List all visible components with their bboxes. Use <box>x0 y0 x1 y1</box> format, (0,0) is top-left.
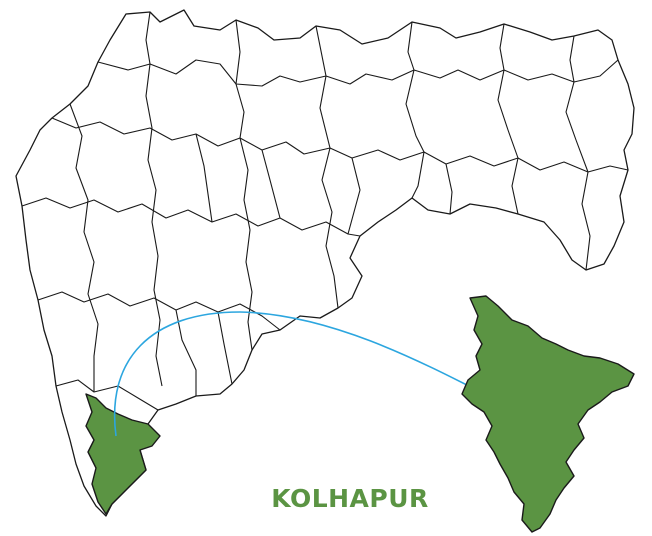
kolhapur-district-highlight <box>85 393 161 515</box>
district-border <box>21 197 361 237</box>
district-label: KOLHAPUR <box>271 484 429 513</box>
district-border <box>565 35 591 271</box>
district-border <box>69 103 99 392</box>
district-border <box>175 309 233 396</box>
district-border <box>145 11 163 387</box>
district-border <box>51 117 629 173</box>
district-border <box>497 23 519 215</box>
district-border <box>235 19 253 351</box>
district-border <box>97 59 619 87</box>
district-border <box>37 291 281 331</box>
district-border <box>195 133 453 235</box>
kolhapur-district-enlarged <box>461 295 635 533</box>
district-border <box>405 21 425 199</box>
state-map <box>15 9 635 517</box>
district-border <box>315 25 339 309</box>
pointer-arrow <box>113 311 522 437</box>
district-border <box>55 379 159 411</box>
